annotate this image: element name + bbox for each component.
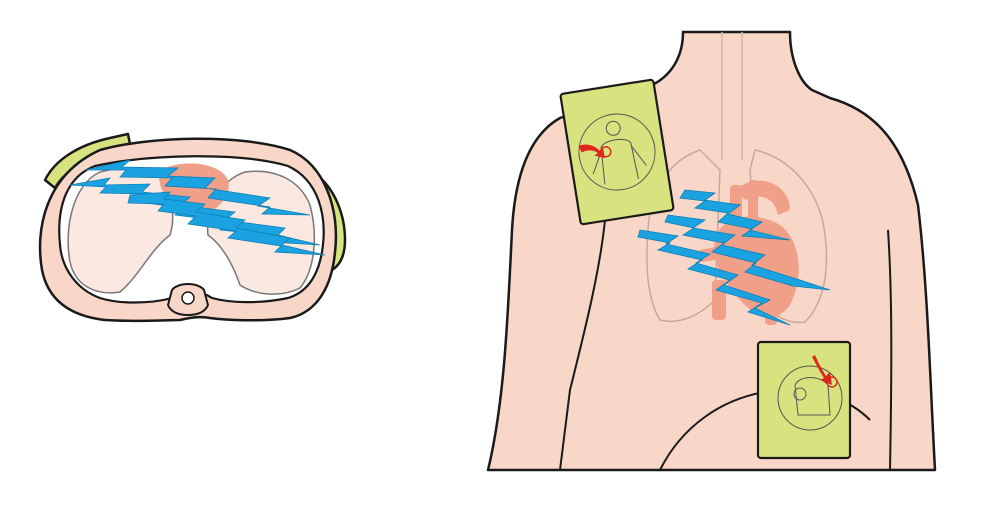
- right-arm-line: [887, 229, 893, 470]
- left-arm-line: [559, 219, 606, 470]
- shock-bolt: [127, 191, 326, 256]
- shock-bolt: [84, 159, 311, 216]
- pad-placement-pictogram: [578, 113, 656, 191]
- lower-left-side-pad: [756, 340, 852, 460]
- torso-view: [486, 30, 937, 472]
- cross-section-view: [38, 132, 347, 323]
- spine-vertebra: [166, 283, 210, 317]
- red-arrow-icon: [812, 355, 832, 385]
- upper-right-chest-pad: [559, 78, 675, 226]
- shock-bolt: [664, 214, 831, 291]
- red-arrow-icon: [578, 144, 605, 158]
- shock-bolt: [637, 229, 791, 326]
- shock-bolt: [679, 189, 791, 241]
- trachea: [721, 32, 743, 160]
- pad-placement-pictogram: [777, 355, 843, 431]
